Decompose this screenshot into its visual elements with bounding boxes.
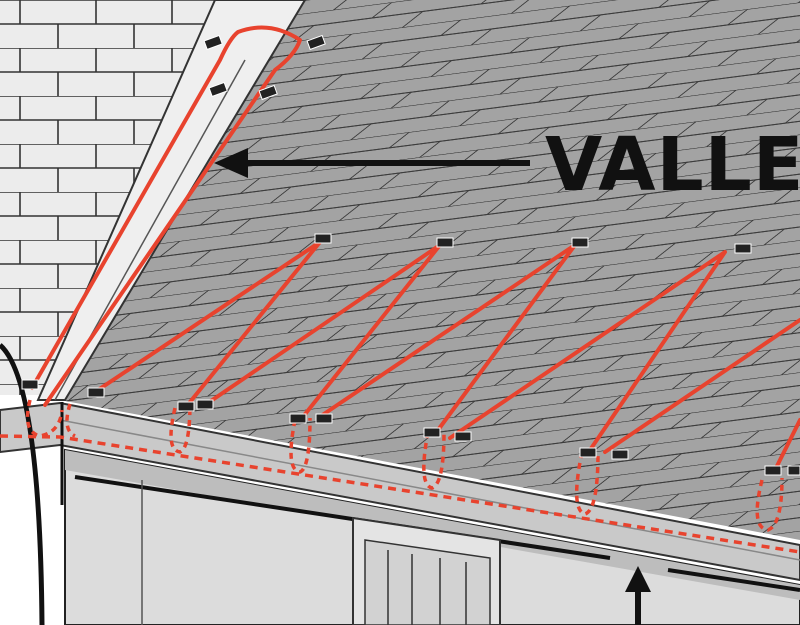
gutter-lip (59, 419, 800, 561)
fascia-line-right (667, 568, 800, 592)
soffit (65, 450, 800, 600)
downspout (0, 343, 45, 625)
cable-clips (21, 34, 800, 476)
valley-label: VALLEY (545, 122, 800, 208)
valley-arrow-icon (214, 148, 530, 178)
right-roof-plane (60, 0, 800, 540)
gutter (0, 401, 800, 582)
valley-flashing (36, 0, 307, 401)
gutter-drip-loops (25, 399, 784, 532)
up-arrow-icon (625, 566, 651, 625)
gutter-cable-run (0, 434, 800, 554)
fascia-line-left (74, 475, 611, 560)
door (352, 516, 501, 625)
